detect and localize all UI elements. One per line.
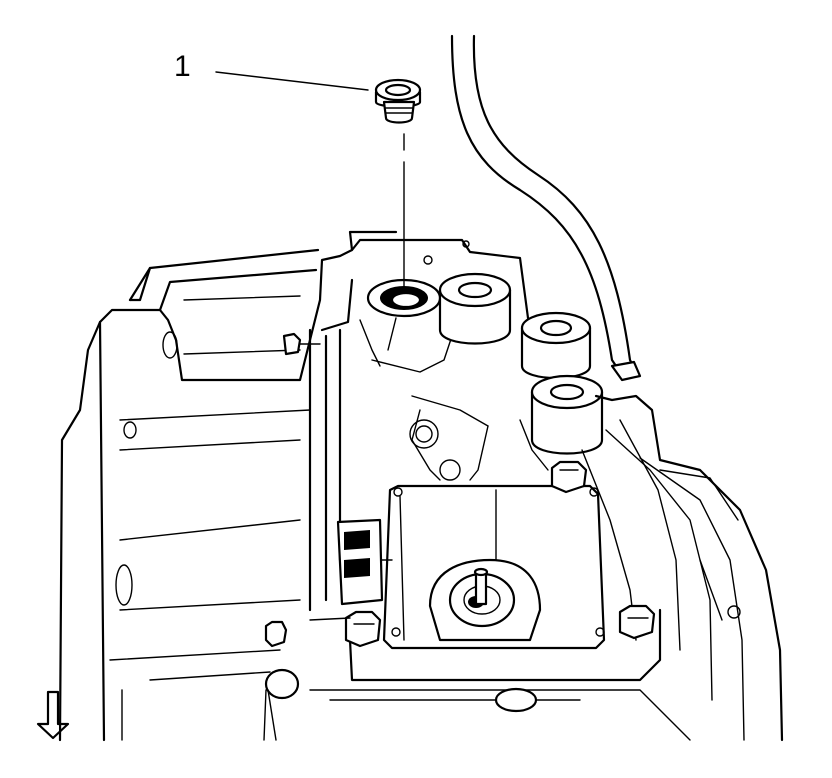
bolts	[264, 332, 656, 648]
valve-body-upper	[308, 238, 549, 612]
cooler-pipe	[450, 34, 642, 382]
transmission-case	[58, 230, 398, 742]
lower-cover	[264, 484, 691, 741]
arrow-down-icon	[36, 690, 70, 740]
plug-icon	[215, 71, 422, 124]
callout-number-1: 1	[174, 50, 191, 83]
case-right-side	[581, 394, 784, 742]
electrical-connector	[309, 518, 393, 621]
bolt-bosses	[438, 272, 604, 455]
fill-port	[366, 278, 442, 318]
